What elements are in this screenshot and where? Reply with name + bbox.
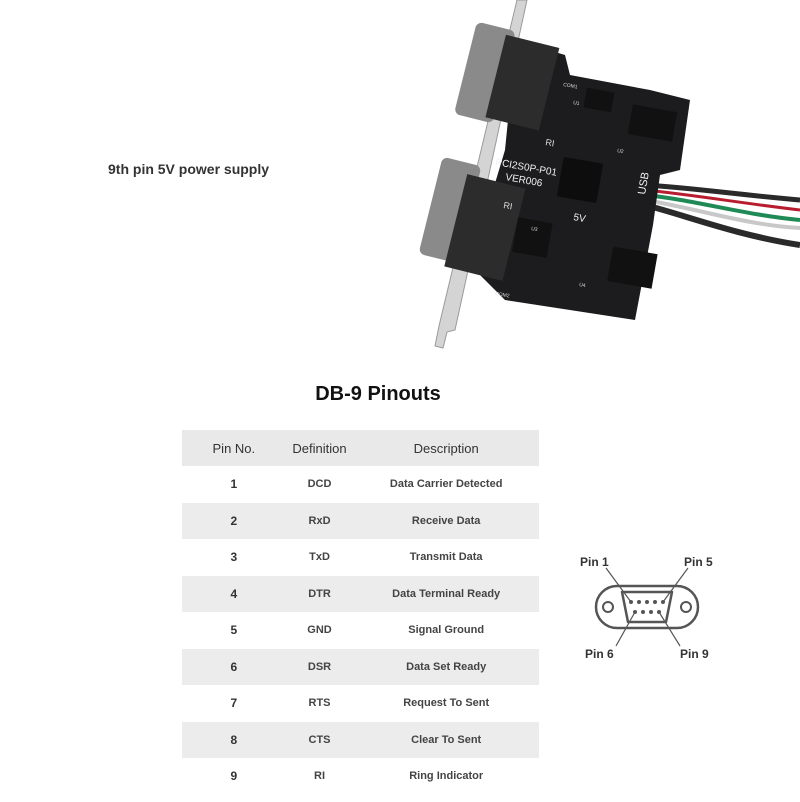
pin-definition: CTS bbox=[285, 721, 354, 758]
pin-number: 8 bbox=[182, 721, 286, 758]
table-row: 9 RI Ring Indicator bbox=[182, 758, 539, 795]
board-com1-text: COM1 bbox=[563, 82, 578, 90]
table-row: 1 DCD Data Carrier Detected bbox=[182, 466, 539, 503]
pin-number: 7 bbox=[182, 685, 286, 722]
table-row: 3 TxD Transmit Data bbox=[182, 539, 539, 576]
pin-number: 1 bbox=[182, 466, 286, 503]
connector-flange bbox=[594, 584, 700, 630]
pin9-label: Pin 9 bbox=[680, 647, 709, 661]
pin1-label: Pin 1 bbox=[580, 555, 609, 569]
connector-shell bbox=[620, 590, 674, 624]
pin-definition: RI bbox=[285, 758, 354, 795]
pin1-leader bbox=[605, 567, 632, 603]
pin-description: Ring Indicator bbox=[353, 758, 539, 795]
board-u3-text: U3 bbox=[531, 226, 539, 233]
pinout-table: Pin No. Definition Description 1 DCD Dat… bbox=[182, 430, 539, 795]
pin9-leader bbox=[658, 611, 681, 647]
board-ri-bottom-text: RI bbox=[503, 200, 514, 211]
table-row: 5 GND Signal Ground bbox=[182, 612, 539, 649]
pin-definition: RxD bbox=[285, 502, 354, 539]
board-u2-text: U2 bbox=[617, 148, 625, 155]
pin-description: Signal Ground bbox=[353, 612, 539, 649]
header-description: Description bbox=[353, 430, 539, 466]
board-ri-top-text: RI bbox=[545, 137, 556, 148]
pin5-label: Pin 5 bbox=[684, 555, 713, 569]
db9-connector-diagram bbox=[594, 567, 700, 647]
pin-definition: DCD bbox=[285, 466, 354, 503]
power-supply-caption: 9th pin 5V power supply bbox=[108, 161, 270, 177]
pinout-header-row: Pin No. Definition Description bbox=[182, 430, 539, 466]
pin-description: Clear To Sent bbox=[353, 721, 539, 758]
pinout-title: DB-9 Pinouts bbox=[315, 383, 441, 405]
table-row: 6 DSR Data Set Ready bbox=[182, 648, 539, 685]
pin-definition: DSR bbox=[285, 648, 354, 685]
header-pin-no: Pin No. bbox=[182, 430, 286, 466]
pin-number: 4 bbox=[182, 575, 286, 612]
pin-number: 3 bbox=[182, 539, 286, 576]
pin-definition: RTS bbox=[285, 685, 354, 722]
mounting-hole-icon bbox=[680, 601, 692, 613]
board-5v-text: 5V bbox=[572, 212, 586, 225]
pin6-label: Pin 6 bbox=[585, 647, 614, 661]
table-row: 7 RTS Request To Sent bbox=[182, 685, 539, 722]
pin-description: Data Set Ready bbox=[353, 648, 539, 685]
pin6-leader bbox=[615, 611, 636, 647]
pin-definition: DTR bbox=[285, 575, 354, 612]
board-usb-text: USB bbox=[636, 171, 652, 195]
pin-description: Transmit Data bbox=[353, 539, 539, 576]
header-definition: Definition bbox=[285, 430, 354, 466]
pin-definition: GND bbox=[285, 612, 354, 649]
pin-definition: TxD bbox=[285, 539, 354, 576]
pin-number: 6 bbox=[182, 648, 286, 685]
pin-number: 5 bbox=[182, 612, 286, 649]
board-com2-text: COM2 bbox=[495, 291, 510, 299]
table-row: 2 RxD Receive Data bbox=[182, 502, 539, 539]
table-row: 4 DTR Data Terminal Ready bbox=[182, 575, 539, 612]
pin5-leader bbox=[662, 567, 689, 603]
pin-number: 2 bbox=[182, 502, 286, 539]
pin-description: Request To Sent bbox=[353, 685, 539, 722]
board-u1-text: U1 bbox=[573, 100, 581, 107]
serial-card-illustration: PCI2S0P-P01 VER006 5V USB COM1 COM2 RI R… bbox=[419, 0, 800, 349]
pin-description: Data Terminal Ready bbox=[353, 575, 539, 612]
pin-description: Data Carrier Detected bbox=[353, 466, 539, 503]
table-row: 8 CTS Clear To Sent bbox=[182, 721, 539, 758]
pin-description: Receive Data bbox=[353, 502, 539, 539]
pin-number: 9 bbox=[182, 758, 286, 795]
board-u4-text: U4 bbox=[579, 282, 587, 289]
mounting-hole-icon bbox=[602, 601, 614, 613]
